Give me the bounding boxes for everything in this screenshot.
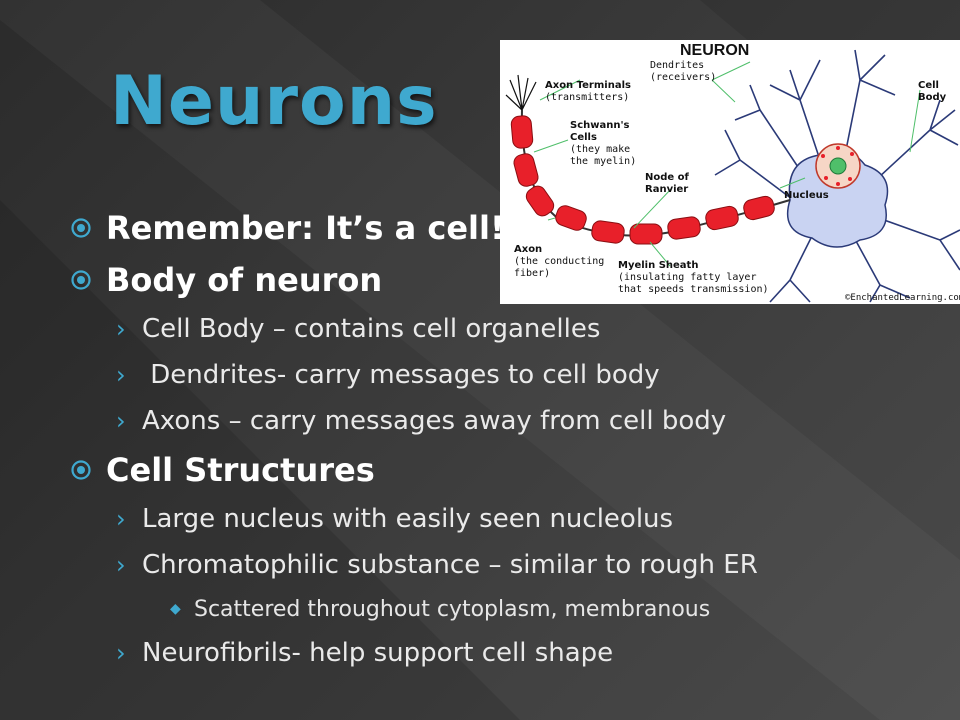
chevron-right-icon: › <box>116 407 126 435</box>
sub-bullet-text: Cell Body – contains cell organelles <box>142 314 601 344</box>
slide-title: Neurons <box>110 62 438 141</box>
bullet-cell-structures: Cell Structures <box>70 444 930 496</box>
chevron-right-icon: › <box>116 315 126 343</box>
chevron-right-icon: › <box>116 639 126 667</box>
label-node-of-ranvier: Node of <box>645 172 690 183</box>
bullet-text: Cell Structures <box>106 451 375 489</box>
sub-bullet-text: Dendrites- carry messages to cell body <box>142 360 660 390</box>
bullet-body-of-neuron: Body of neuron <box>70 254 930 306</box>
sub-bullet-text: Large nucleus with easily seen nucleolus <box>142 504 674 534</box>
bullet-text: Remember: It’s a cell! <box>106 209 505 247</box>
label-myelin-sheath: Myelin Sheath <box>618 260 698 271</box>
diagram-title: NEURON <box>680 42 749 59</box>
label-myelin-sheath-3: that speeds transmission) <box>618 284 769 295</box>
sub-bullet: › Cell Body – contains cell organelles <box>70 306 930 352</box>
axon-terminals <box>505 74 537 111</box>
circle-dot-bullet-icon <box>71 270 91 290</box>
label-axon-2: (the conducting <box>514 256 604 267</box>
leader-lines <box>533 61 921 267</box>
nucleus-dots <box>821 146 854 186</box>
myelin-segments <box>510 115 775 245</box>
chevron-right-icon: › <box>116 505 126 533</box>
label-cell-body: Cell <box>918 80 939 91</box>
sub-bullet: › Axons – carry messages away from cell … <box>70 398 930 444</box>
label-dendrites-sub: (receivers) <box>650 72 716 83</box>
label-axon-terminals: Axon Terminals <box>545 80 631 91</box>
label-axon-3: fiber) <box>514 268 550 279</box>
sub-bullet-text: Chromatophilic substance – similar to ro… <box>142 550 758 580</box>
sub-bullet: › Chromatophilic substance – similar to … <box>70 542 930 588</box>
bullet-remember: Remember: It’s a cell! <box>70 202 930 254</box>
label-node-of-ranvier-2: Ranvier <box>645 184 688 195</box>
dendrites-branches <box>714 49 960 303</box>
diamond-bullet-icon: ◆ <box>170 601 181 617</box>
label-dendrites: Dendrites <box>650 60 704 71</box>
label-myelin-sheath-2: (insulating fatty layer <box>618 272 756 283</box>
neuron-diagram: NEURON Dendrites (receivers) Axon Termin… <box>500 40 960 304</box>
label-schwann-2: Cells <box>570 132 597 143</box>
sub-bullet: › Large nucleus with easily seen nucleol… <box>70 496 930 542</box>
diagram-credit: ©EnchantedLearning.com <box>845 293 960 303</box>
sub-sub-bullet: ◆ Scattered throughout cytoplasm, membra… <box>70 588 930 630</box>
bullet-text: Body of neuron <box>106 261 383 299</box>
label-schwann-4: the myelin) <box>570 156 636 167</box>
sub-bullet: › Neurofibrils- help support cell shape <box>70 630 930 676</box>
chevron-right-icon: › <box>116 551 126 579</box>
neuron-illustration: NEURON Dendrites (receivers) Axon Termin… <box>505 42 960 303</box>
sub-sub-bullet-text: Scattered throughout cytoplasm, membrano… <box>194 596 711 622</box>
label-schwann: Schwann's <box>570 120 630 131</box>
label-axon: Axon <box>514 244 542 255</box>
bullet-list: Remember: It’s a cell! Body of neuron › … <box>70 202 930 676</box>
nucleolus-shape <box>829 157 847 175</box>
circle-dot-bullet-icon <box>71 460 91 480</box>
label-axon-terminals-sub: (transmitters) <box>545 92 629 103</box>
label-schwann-3: (they make <box>570 144 630 155</box>
label-cell-body-2: Body <box>918 92 947 103</box>
sub-bullet-text: Axons – carry messages away from cell bo… <box>142 406 727 436</box>
sub-bullet: › Dendrites- carry messages to cell body <box>70 352 930 398</box>
sub-bullet-text: Neurofibrils- help support cell shape <box>142 638 614 668</box>
label-nucleus: Nucleus <box>784 190 829 201</box>
chevron-right-icon: › <box>116 361 126 389</box>
circle-dot-bullet-icon <box>71 218 91 238</box>
